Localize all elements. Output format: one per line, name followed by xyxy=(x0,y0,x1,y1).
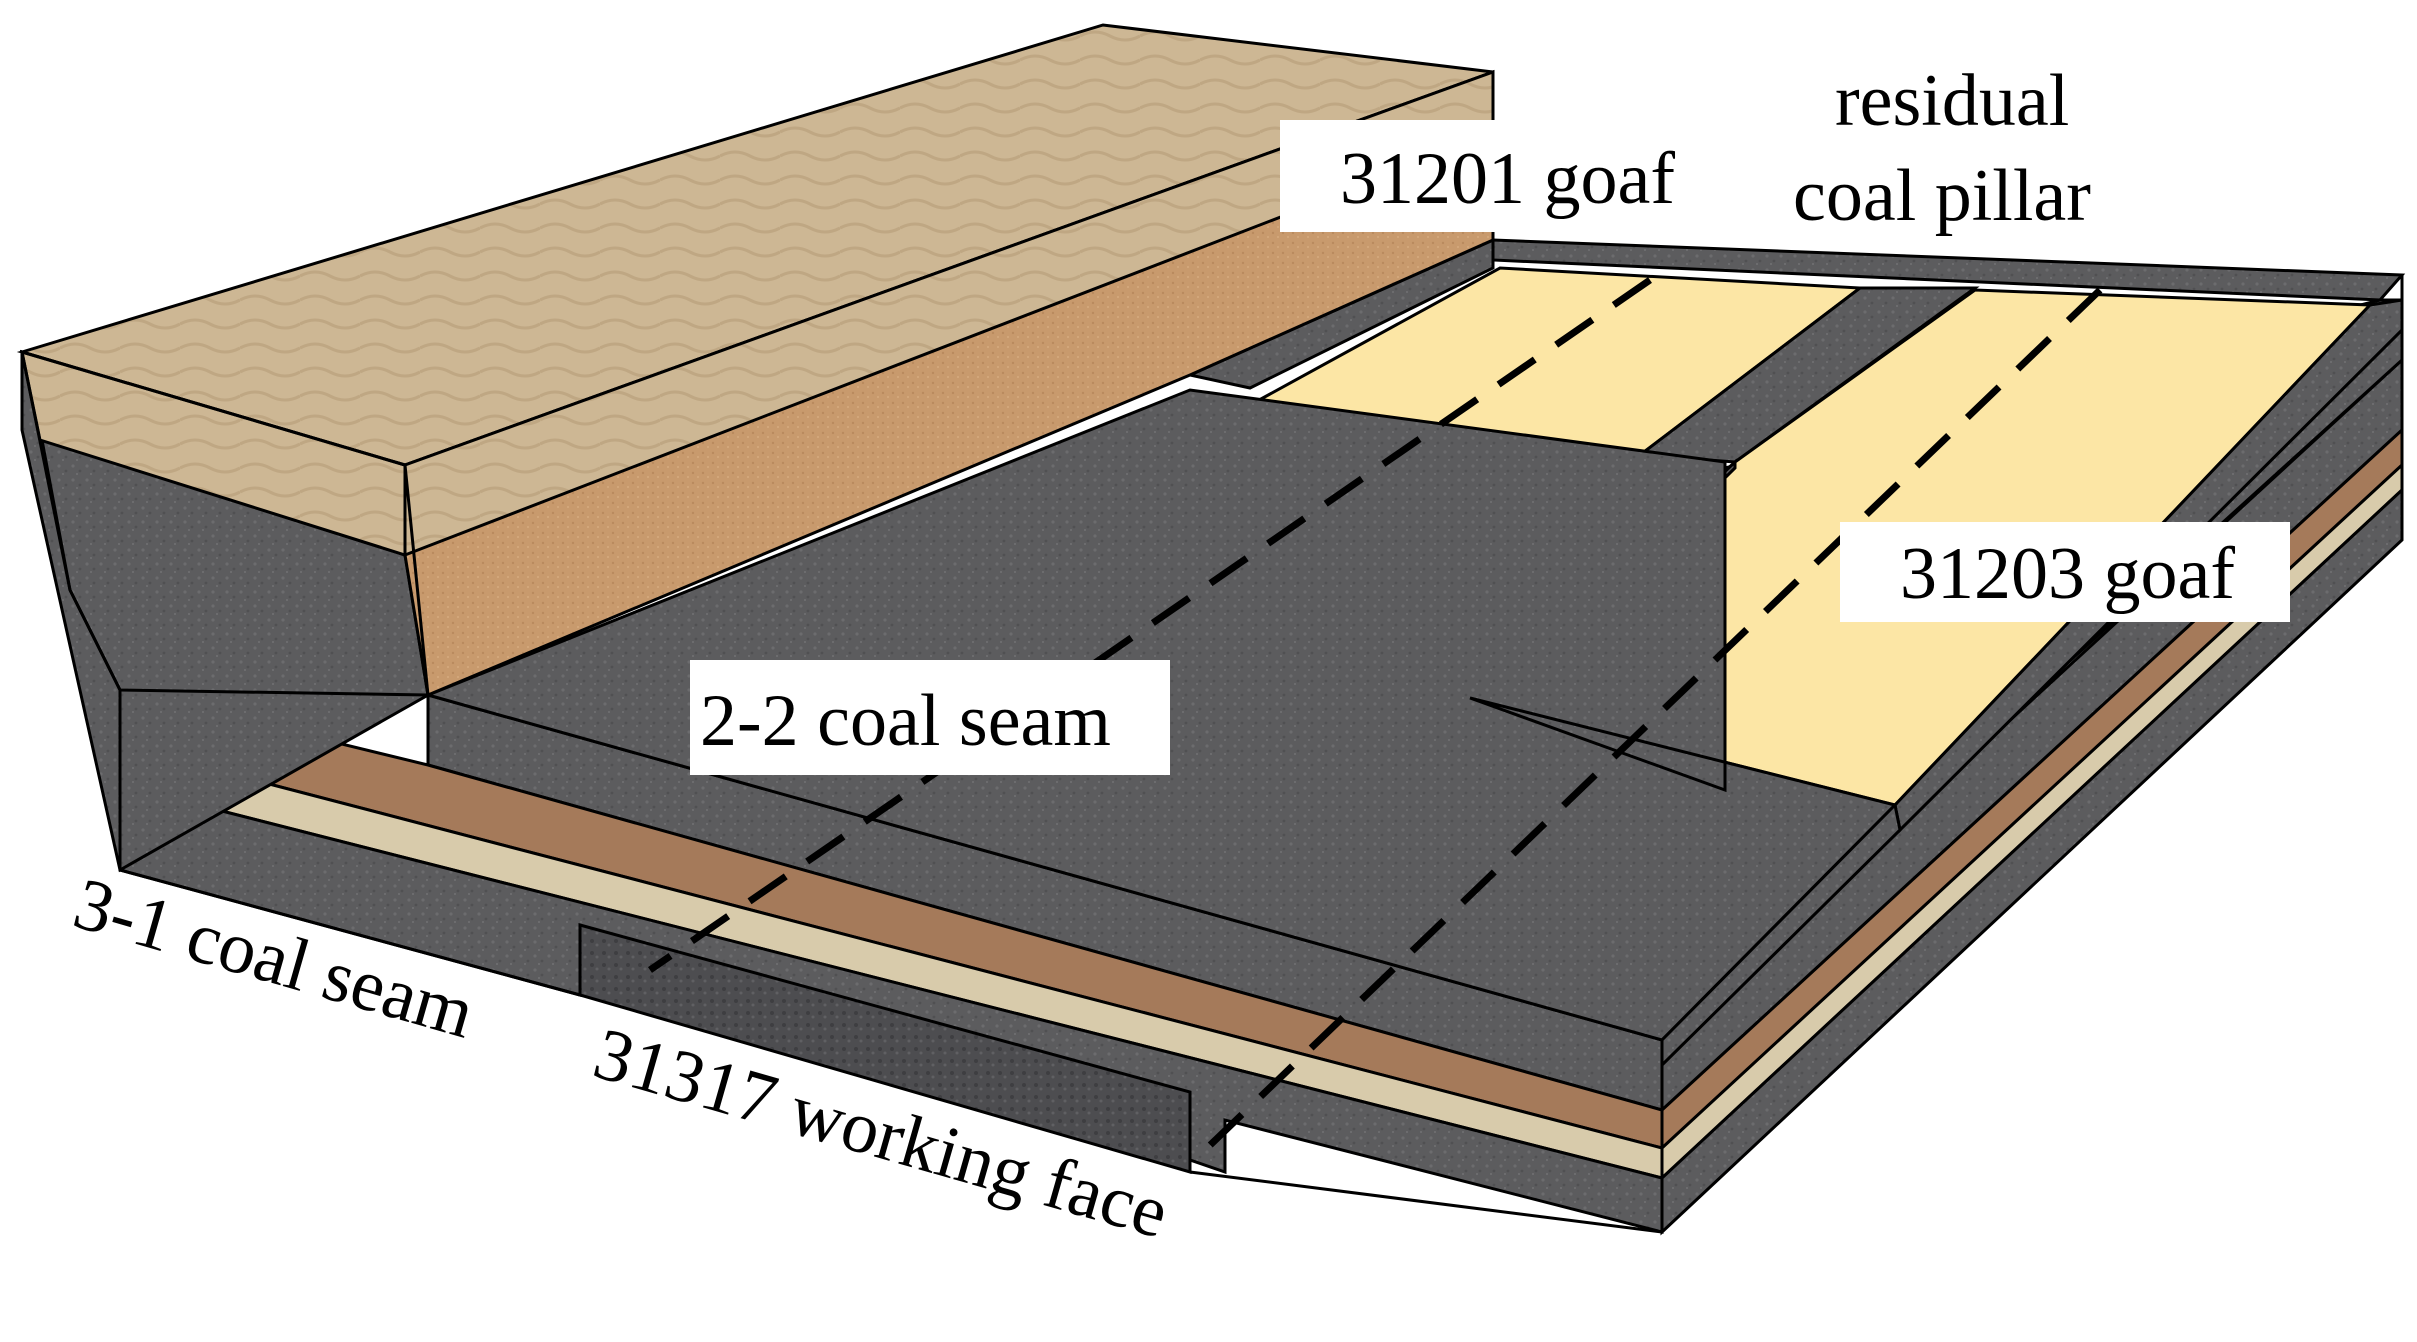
label-box-31201 xyxy=(1280,120,1720,232)
label-22-coal-seam: 2-2 coal seam xyxy=(700,680,1111,762)
label-coal-pillar: coal pillar xyxy=(1793,155,2091,237)
label-box-22 xyxy=(690,660,1170,775)
dashed-roadway-1 xyxy=(648,277,1652,973)
label-box-31203 xyxy=(1840,522,2290,622)
label-residual: residual xyxy=(1835,60,2069,142)
label-box-residual xyxy=(1780,55,2160,245)
label-31203-goaf: 31203 goaf xyxy=(1900,533,2235,615)
label-31201-goaf: 31201 goaf xyxy=(1340,138,1675,220)
